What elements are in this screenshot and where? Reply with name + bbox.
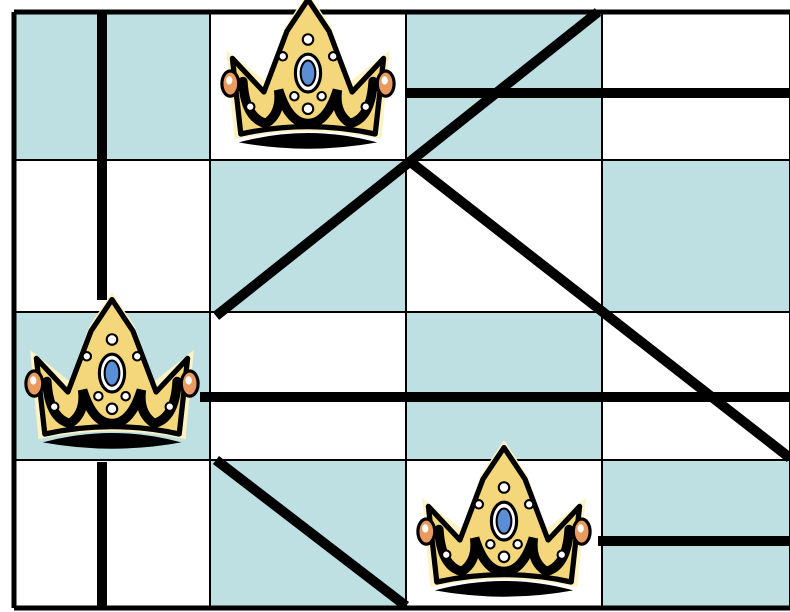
board-cells [14,12,790,608]
board-cell-r1-c1 [14,12,210,160]
board-cell-r3-c2 [210,312,406,460]
board-cell-r3-c3 [406,312,602,460]
board-cell-r1-c4 [602,12,790,160]
board-cell-r2-c4 [602,160,790,312]
board-cell-r4-c1 [14,460,210,608]
board-cell-r4-c4 [602,460,790,608]
board-cell-r2-c1 [14,160,210,312]
